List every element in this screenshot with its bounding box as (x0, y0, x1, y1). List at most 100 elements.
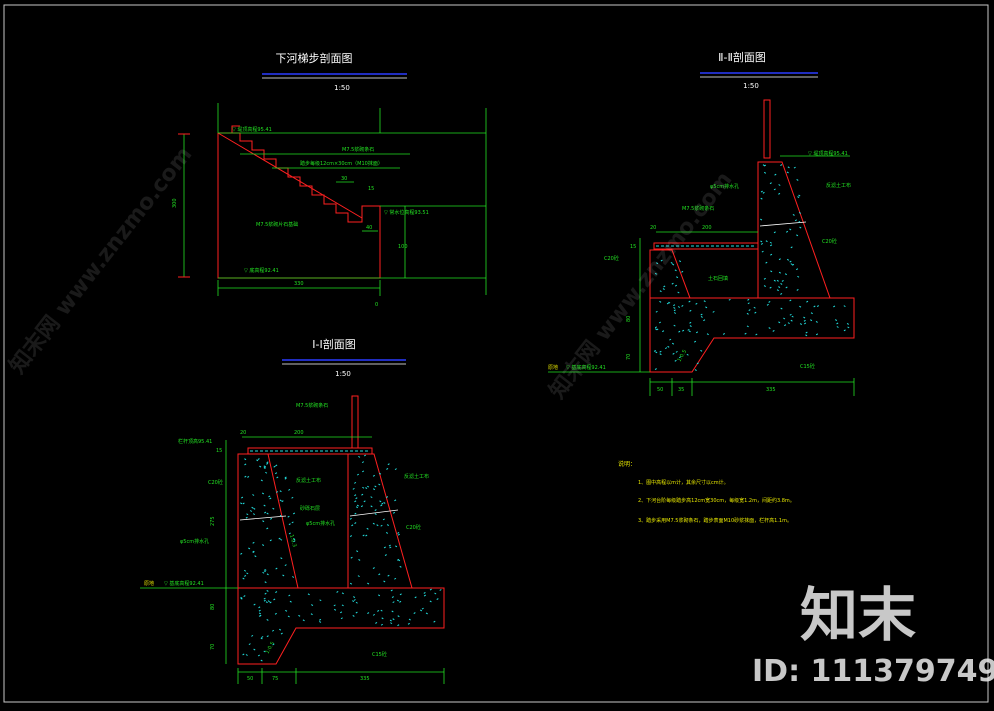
concrete-speck (778, 184, 781, 186)
concrete-speck (763, 277, 766, 280)
concrete-speck (284, 477, 287, 480)
concrete-speck (349, 535, 353, 537)
concrete-speck (374, 509, 377, 511)
s2-top: ▽ 堤顶高程95.41 (808, 150, 848, 157)
concrete-speck (754, 311, 757, 314)
concrete-speck (292, 576, 295, 578)
concrete-speck (673, 306, 676, 309)
concrete-speck (761, 250, 764, 253)
steps-dim-100: 100 (398, 244, 408, 250)
concrete-speck (292, 512, 296, 515)
concrete-speck (383, 580, 386, 583)
steps-section-view: 下河梯步剖面图 1:50 300 ▽ 堤顶高程95.41 M7.5浆砌条石 踏步… (172, 51, 487, 308)
concrete-speck (353, 599, 356, 601)
concrete-speck (252, 494, 255, 496)
concrete-speck (425, 612, 428, 615)
concrete-speck (798, 212, 802, 214)
concrete-speck (262, 520, 265, 523)
concrete-speck (245, 516, 248, 519)
concrete-speck (770, 253, 773, 256)
s2-slope: 1:0.5 (677, 349, 689, 363)
concrete-speck (248, 643, 251, 646)
concrete-speck (253, 648, 256, 651)
concrete-speck (389, 546, 392, 549)
s2-b35: 35 (678, 387, 684, 393)
s2-weephole: φ5cm排水孔 (710, 183, 739, 190)
concrete-speck (669, 338, 672, 341)
s2-railing-post (763, 99, 771, 159)
concrete-speck (287, 515, 290, 518)
concrete-speck (269, 517, 273, 520)
concrete-speck (678, 330, 681, 333)
concrete-speck (776, 289, 779, 292)
section-2-scale: 1:50 (743, 82, 759, 90)
concrete-speck (656, 262, 659, 265)
concrete-speck (251, 634, 254, 637)
concrete-speck (372, 474, 376, 477)
concrete-speck (298, 614, 301, 617)
concrete-speck (398, 559, 401, 562)
concrete-speck (791, 315, 794, 318)
concrete-speck (675, 350, 678, 353)
concrete-speck (672, 352, 675, 355)
concrete-speck (285, 609, 288, 612)
concrete-speck (689, 325, 692, 327)
concrete-speck (263, 570, 266, 573)
concrete-speck (676, 276, 679, 279)
concrete-speck (786, 171, 789, 174)
concrete-speck (263, 504, 266, 507)
concrete-speck (760, 190, 763, 193)
concrete-speck (284, 476, 287, 479)
s2-ground: 原地 (548, 364, 558, 371)
concrete-speck (241, 496, 244, 499)
concrete-speck (682, 329, 685, 332)
concrete-speck (383, 546, 386, 549)
concrete-speck (798, 220, 801, 223)
concrete-speck (671, 342, 675, 345)
concrete-speck (668, 301, 671, 304)
concrete-speck (380, 524, 383, 527)
concrete-speck (360, 505, 364, 508)
concrete-speck (659, 290, 662, 293)
s2-dim-20: 20 (650, 225, 656, 231)
s1-dim-80: 80 (210, 604, 216, 610)
s2-right-wall (757, 161, 831, 299)
concrete-speck (352, 487, 355, 490)
concrete-speck (703, 319, 706, 322)
concrete-speck (354, 494, 357, 497)
concrete-speck (765, 261, 768, 264)
steps-dim-15: 15 (368, 186, 374, 192)
s2-c20b: C20砼 (822, 238, 837, 245)
concrete-speck (386, 467, 389, 470)
steps-body-label: M7.5浆砌片石基础 (256, 221, 298, 228)
concrete-speck (334, 608, 337, 611)
concrete-speck (672, 263, 675, 266)
concrete-speck (423, 592, 426, 594)
concrete-speck (747, 298, 750, 301)
section-1-scale: 1:50 (335, 370, 351, 378)
concrete-speck (372, 567, 375, 569)
concrete-speck (784, 324, 787, 327)
concrete-speck (773, 188, 776, 191)
concrete-speck (264, 511, 267, 514)
concrete-speck (392, 511, 396, 514)
s1-dim-15: 15 (216, 448, 222, 454)
concrete-speck (790, 246, 793, 249)
concrete-speck (769, 241, 772, 244)
concrete-speck (722, 333, 726, 335)
concrete-speck (413, 612, 416, 614)
concrete-speck (712, 310, 715, 313)
concrete-speck (263, 465, 266, 468)
concrete-speck (288, 594, 291, 597)
concrete-speck (780, 292, 783, 295)
concrete-speck (396, 599, 400, 602)
concrete-speck (307, 593, 310, 596)
concrete-speck (394, 499, 397, 502)
s1-filter2: 反滤土工布 (404, 473, 429, 480)
concrete-speck (275, 567, 278, 570)
concrete-speck (288, 488, 291, 491)
concrete-speck (353, 596, 356, 599)
concrete-speck (813, 305, 816, 308)
concrete-speck (293, 538, 296, 540)
